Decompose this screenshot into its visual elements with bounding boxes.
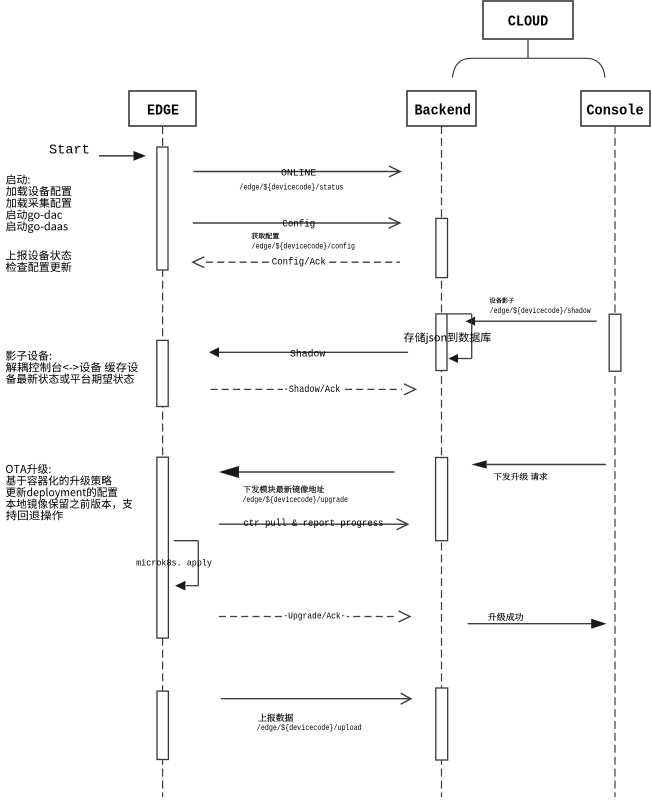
svg-text:Config/Ack: Config/Ack [272, 256, 326, 268]
svg-text:/edge/${devicecode}/upload: /edge/${devicecode}/upload [257, 724, 362, 733]
svg-text:Config: Config [282, 219, 315, 231]
svg-text:-Shadow/Ack: -Shadow/Ack [284, 384, 341, 396]
svg-text:Shadow: Shadow [290, 349, 326, 361]
svg-text:Console: Console [586, 103, 643, 120]
svg-text:CLOUD: CLOUD [508, 13, 549, 30]
svg-text:/edge/${devicecode}/config: /edge/${devicecode}/config [252, 242, 356, 251]
svg-text:microk8s. apply: microk8s. apply [136, 558, 212, 569]
svg-text:Start: Start [49, 144, 90, 159]
svg-text:ctr pull & report progress: ctr pull & report progress [243, 518, 383, 530]
svg-text:ONLINE: ONLINE [281, 167, 316, 179]
svg-text:/edge/${devicecode}/status: /edge/${devicecode}/status [239, 184, 343, 193]
svg-text:/edge/${devicecode}/shadow: /edge/${devicecode}/shadow [490, 307, 591, 316]
svg-text:/edge/${devicecode}/upgrade: /edge/${devicecode}/upgrade [243, 496, 349, 505]
svg-text:-Upgrade/Ack-: -Upgrade/Ack- [283, 610, 345, 621]
svg-text:EDGE: EDGE [147, 103, 179, 120]
svg-text:Backend: Backend [414, 103, 471, 120]
